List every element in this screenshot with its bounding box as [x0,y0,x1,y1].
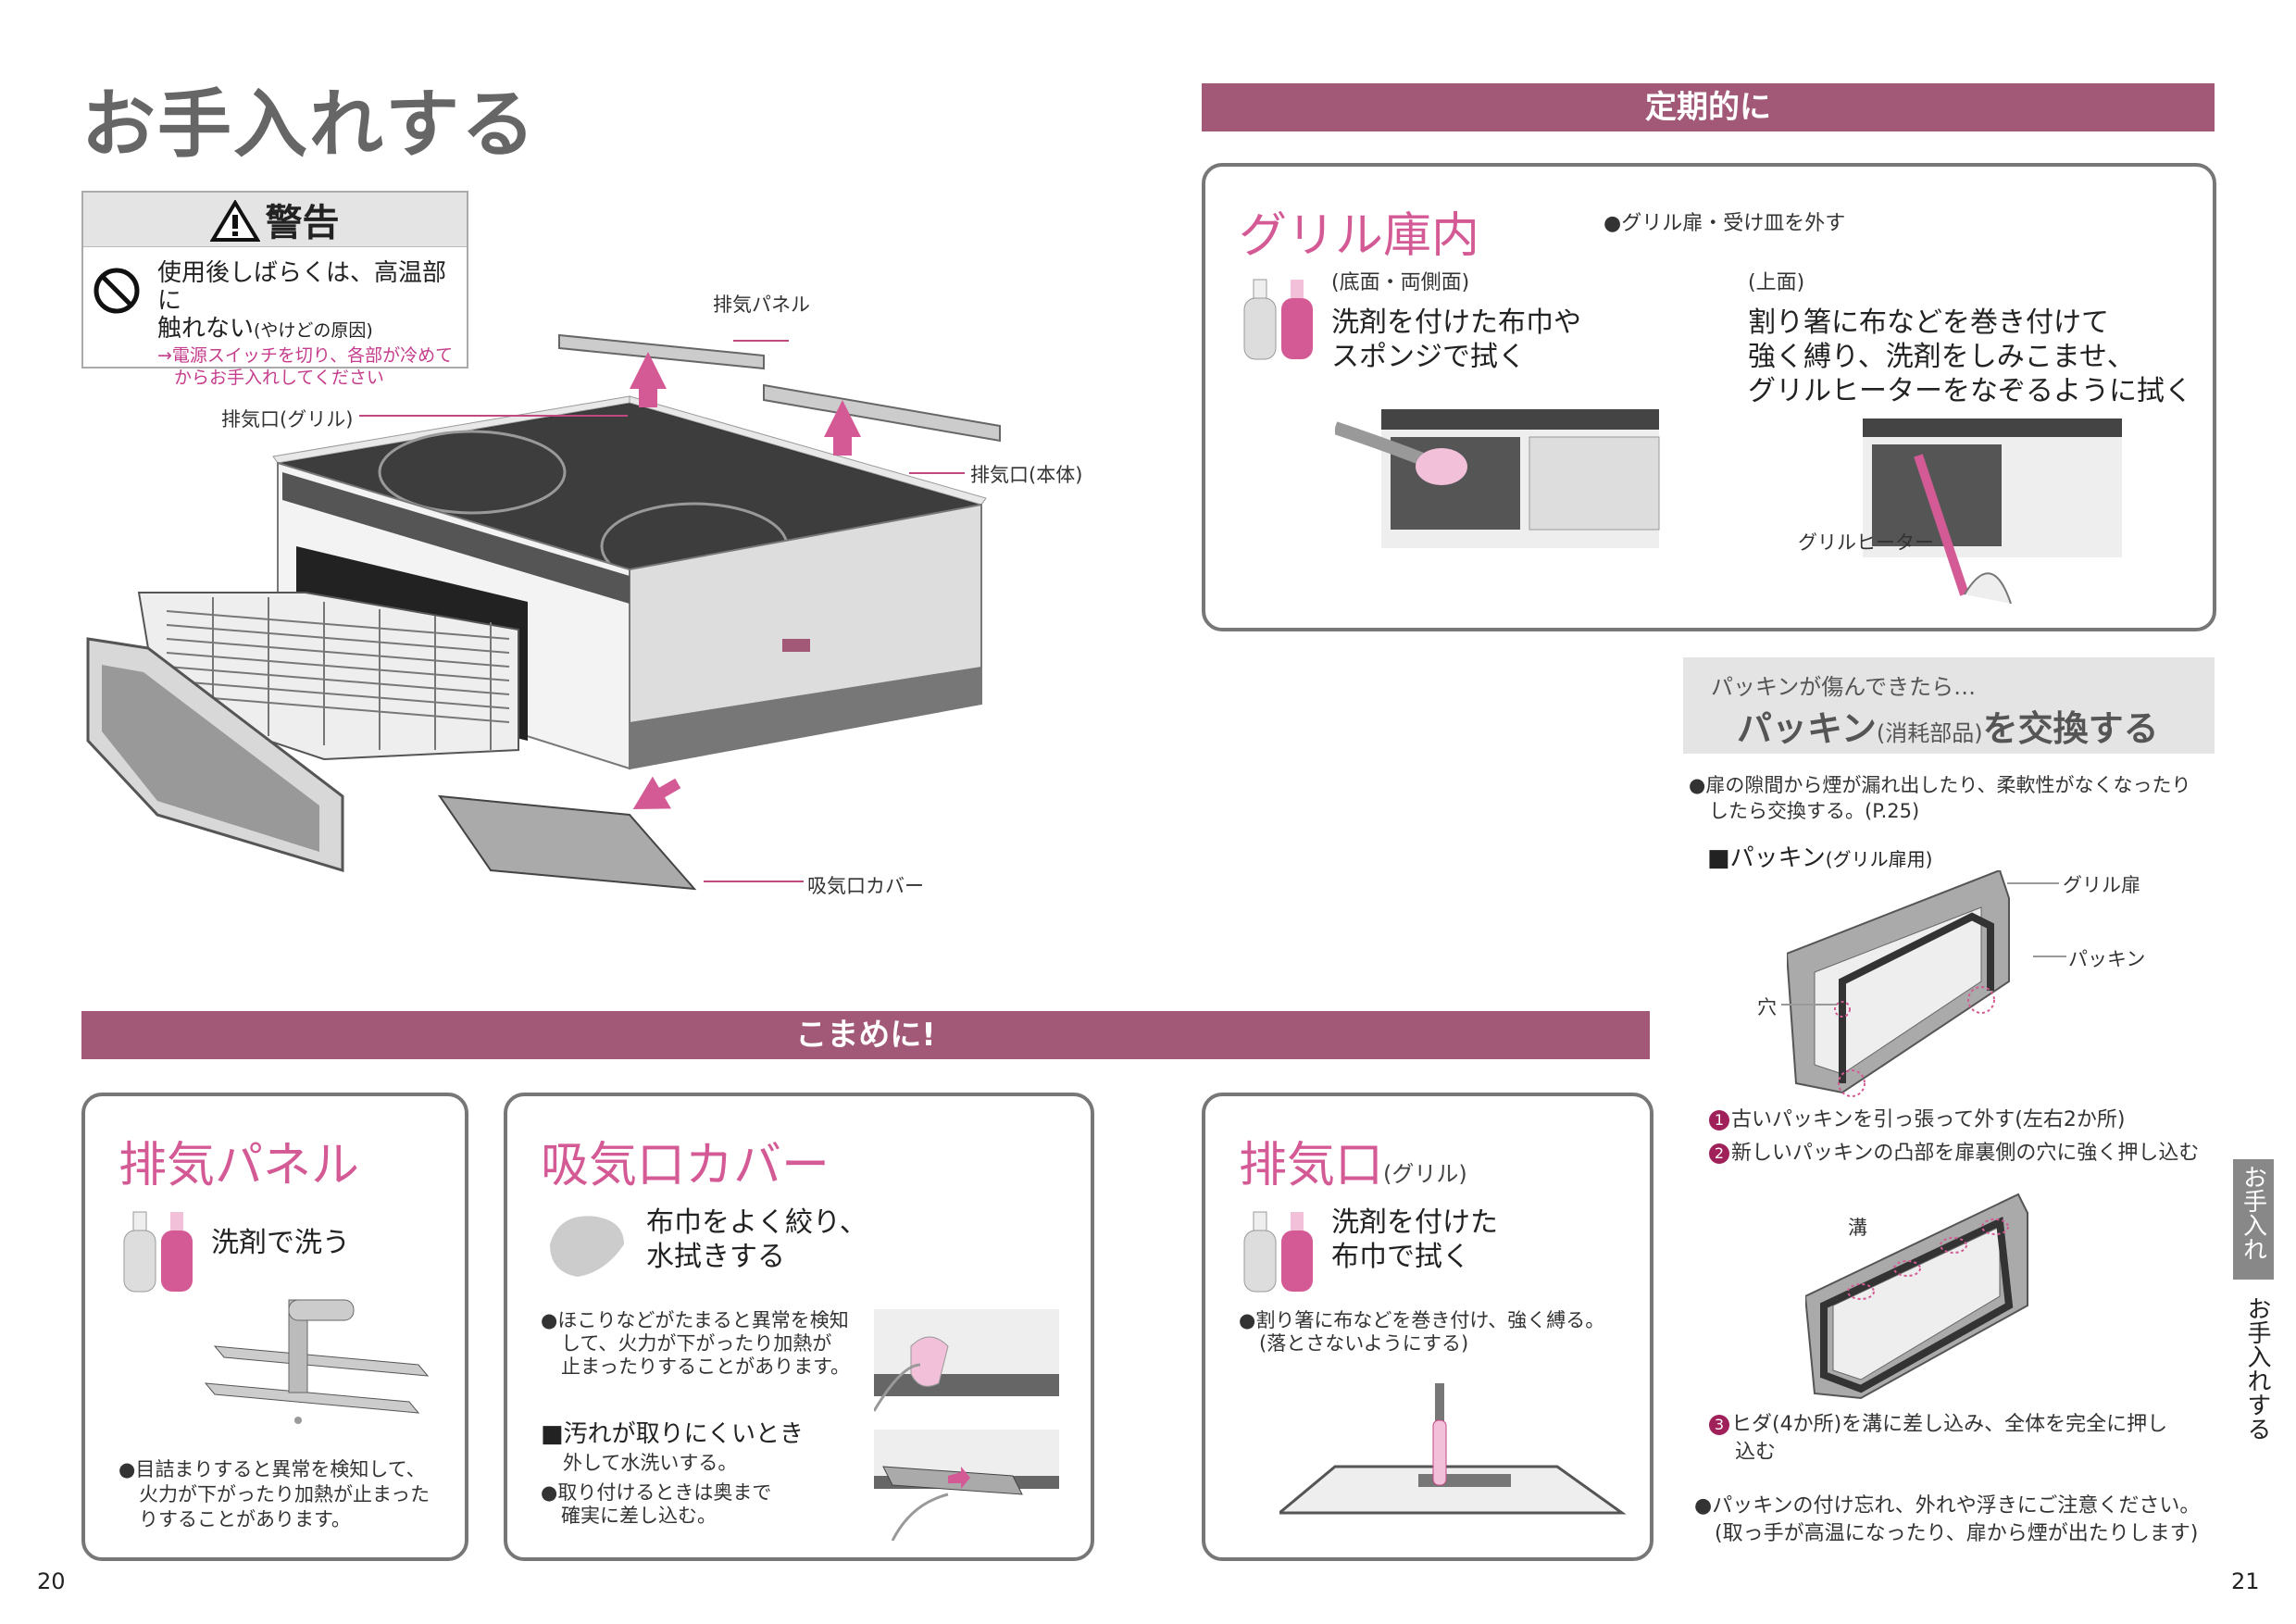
bottom-sides-label: (底面・両側面) [1331,271,1470,294]
page-title: お手入れする [81,81,537,168]
exhaust-panel-note2: 火力が下がったり加熱が止まった [139,1483,430,1505]
cooktop-illustration [86,333,1001,891]
packing-heading-a: パッキン [1737,708,1877,749]
heater-wiping-illustration [1863,418,2122,604]
top-text1: 割り箸に布などを巻き付けて [1748,306,2109,339]
label-hole: 穴 [1757,996,1777,1018]
step3-text1: ヒダ(4か所)を溝に差し込み、全体を完全に押し [1731,1413,2168,1436]
attaching-cover-illustration [874,1430,1059,1541]
leader-grill-door [2007,882,2059,884]
intake-cover-attach1: ●取り付けるときは奥まで [541,1481,772,1504]
packing-caution1: ●パッキンの付け忘れ、外れや浮きにご注意ください。 [1694,1494,2201,1518]
intake-cover-dirty-heading: ■汚れが取りにくいとき [541,1420,805,1448]
warning-line1: 使用後しばらくは、高温部に [157,259,447,315]
exhaust-panel-title: 排気パネル [119,1138,360,1193]
exhaust-panel-note3: りすることがあります。 [139,1508,351,1530]
exhaust-panel-text: 洗剤で洗う [211,1227,350,1259]
bottom-sides-text1: 洗剤を付けた布巾や [1331,306,1581,339]
warning-box: 警告 使用後しばらくは、高温部に 触れない(やけどの原因) →電源スイッチを切り… [81,191,468,388]
intake-cover-note1: ●ほこりなどがたまると異常を検知 [541,1309,849,1331]
intake-cover-attach2: 確実に差し込む。 [561,1505,717,1527]
warning-header: 警告 [83,193,467,247]
warning-line2: 触れない [157,315,255,343]
page-number-left: 20 [37,1568,66,1594]
grill-vent-note2: (落とさないようにする) [1259,1332,1469,1355]
cloth-icon [550,1216,624,1277]
grill-vent-title-note: (グリル) [1383,1161,1467,1187]
side-vertical-text: お手入れする [2243,1296,2271,1441]
top-text3: グリルヒーターをなぞるように拭く [1748,375,2192,407]
exhaust-panel-box: 排気パネル 洗剤で洗う ●目詰まりすると異常を検知して、 火力が下がったり加熱が… [81,1093,468,1561]
wiping-grill-illustration [1335,409,1660,548]
packing-heading-b: (消耗部品) [1876,720,1983,746]
label-exhaust-body: 排気口(本体) [970,464,1083,486]
warning-instruction1: →電源スイッチを切り、各部が冷めて [157,345,454,366]
label-grill-door: グリル扉 [2063,874,2140,896]
top-text2: 強く縛り、洗剤をしみこませ、 [1748,341,2135,373]
packing-desc1: ●扉の隙間から煙が漏れ出したり、柔軟性がなくなったり [1689,774,2191,796]
page-number-right: 21 [2231,1568,2260,1594]
detergent-bottles-icon [123,1211,193,1293]
packing-caution2: (取っ手が高温になったり、扉から煙が出たりします) [1715,1522,2199,1545]
grill-remove-note: ●グリル扉・受け皿を外す [1603,212,1846,235]
label-packing: パッキン [2068,948,2146,970]
step1-badge: 1 [1709,1110,1729,1131]
side-tab: お手入れ [2233,1159,2274,1280]
chopstick-wiping-illustration [1279,1383,1627,1515]
warning-instruction2: からお手入れしてください [174,368,384,388]
leader-exhaust-body [909,472,965,474]
step2-badge: 2 [1709,1143,1729,1164]
top-label: (上面) [1748,271,1805,294]
grill-vent-text1: 洗剤を付けた [1331,1206,1498,1239]
label-groove: 溝 [1848,1217,1867,1239]
bottom-sides-text2: スポンジで拭く [1331,341,1526,373]
wiping-cover-illustration [874,1309,1059,1412]
exhaust-panel-note1: ●目詰まりすると異常を検知して、 [119,1458,426,1480]
grill-interior-title: グリル庫内 [1239,208,1480,264]
step1-text: 古いパッキンを引っ張って外す(左右2か所) [1731,1108,2126,1131]
grill-vent-title: 排気口 [1239,1138,1384,1193]
label-exhaust-grill: 排気口(グリル) [221,408,354,431]
intake-cover-title: 吸気口カバー [541,1138,830,1193]
packing-heading-c: を交換する [1982,708,2159,749]
intake-cover-text2: 水拭きする [646,1241,785,1273]
packing-header: パッキンが傷んできたら… パッキン(消耗部品)を交換する [1683,657,2215,754]
grill-heater-label: グリルヒーター [1798,531,1934,554]
label-intake-cover: 吸気口カバー [807,875,924,897]
leader-intake-cover [704,881,804,882]
packing-sub-heading-note: (グリル扉用) [1825,848,1933,870]
packing-insert-illustration [1805,1193,2028,1400]
side-tab-label: お手入れ [2239,1165,2267,1261]
grill-vent-box: 排気口(グリル) 洗剤を付けた 布巾で拭く ●割り箸に布などを巻き付け、強く縛る… [1202,1093,1653,1561]
intake-cover-text1: 布巾をよく絞り、 [646,1206,867,1239]
step3-badge: 3 [1709,1415,1729,1435]
warning-triangle-icon [209,199,261,242]
frequent-bar: こまめに! [81,1011,1650,1059]
detergent-bottles-icon-3 [1243,1211,1313,1293]
label-exhaust-panel: 排気パネル [713,294,810,316]
washing-panel-illustration [204,1299,430,1424]
step2-text: 新しいパッキンの凸部を扉裏側の穴に強く押し込む [1731,1142,2200,1165]
grill-vent-text2: 布巾で拭く [1331,1241,1470,1273]
periodic-bar: 定期的に [1202,83,2215,131]
prohibition-icon [94,268,140,314]
intake-cover-note2: して、火力が下がったり加熱が [561,1332,832,1355]
leader-packing [2033,956,2066,957]
intake-cover-box: 吸気口カバー 布巾をよく絞り、 水拭きする ●ほこりなどがたまると異常を検知 し… [504,1093,1094,1561]
leader-exhaust-grill [359,415,628,417]
intake-cover-note3: 止まったりすることがあります。 [561,1355,851,1378]
leader-exhaust-panel [733,340,789,342]
step3-text2: 込む [1735,1441,1777,1464]
leader-hole [1781,1004,1837,1006]
warning-heading: 警告 [265,202,340,244]
grill-interior-box: グリル庫内 ●グリル扉・受け皿を外す (底面・両側面) 洗剤を付けた布巾や スポ… [1202,163,2216,631]
packing-desc2: したら交換する。(P.25) [1709,800,1920,822]
warning-line2-note: (やけどの原因) [254,320,373,341]
intake-cover-dirty-text: 外して水洗いする。 [563,1452,738,1474]
grill-vent-note1: ●割り箸に布などを巻き付け、強く縛る。 [1239,1309,1605,1331]
packing-sub-heading: ■パッキン [1707,844,1826,872]
packing-intro: パッキンが傷んできたら… [1711,674,1977,700]
detergent-bottles-icon-2 [1243,279,1313,360]
packing-door-illustration [1787,870,2010,1097]
